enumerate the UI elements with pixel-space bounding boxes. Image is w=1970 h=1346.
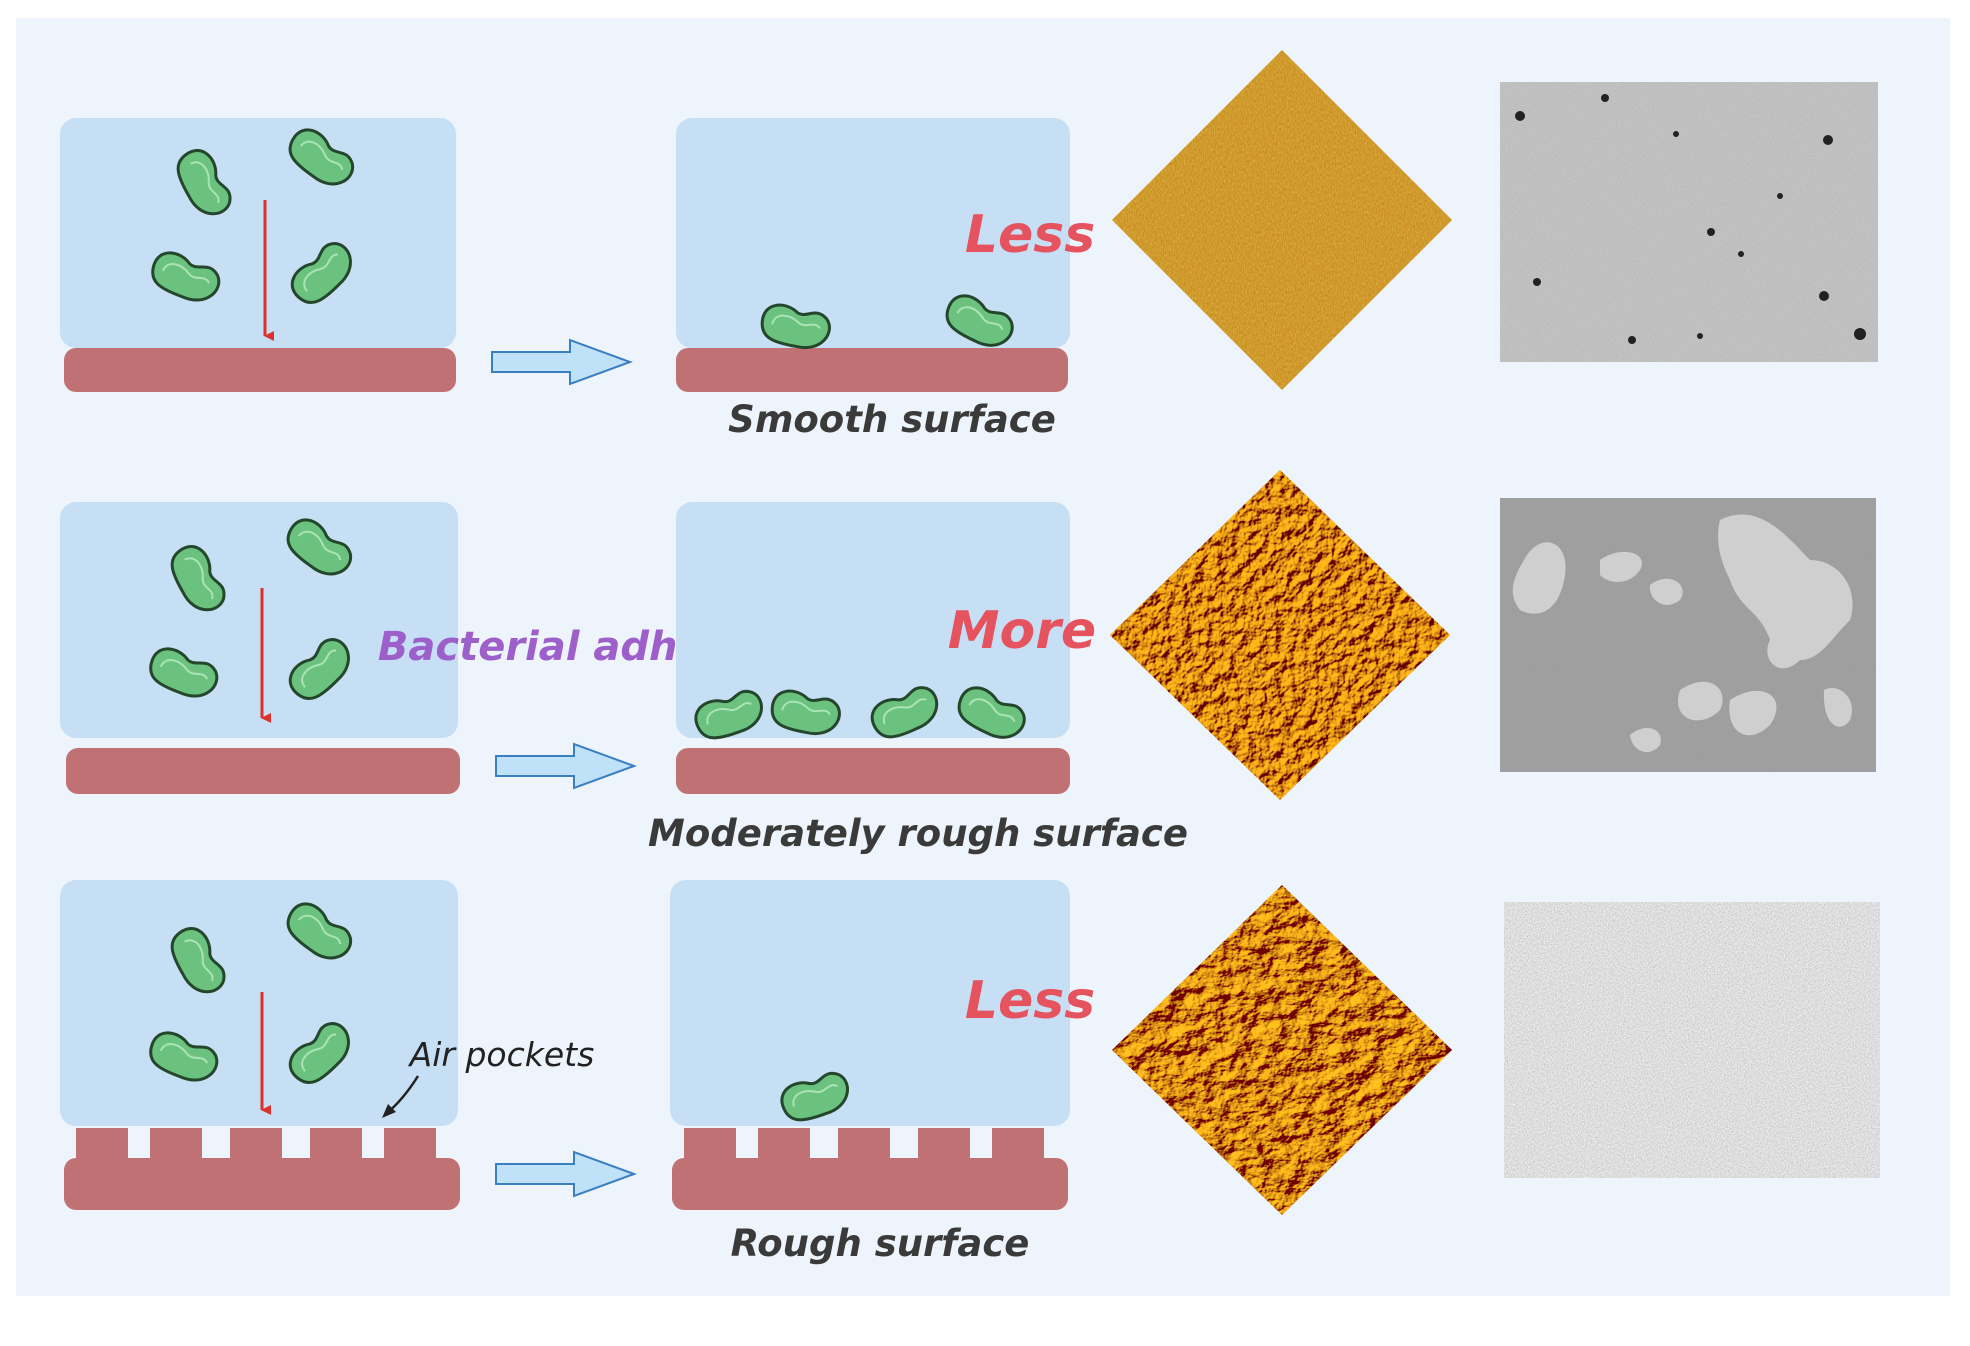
label-smooth-surface: Smooth surface (728, 398, 1056, 441)
substrate-moderate (66, 748, 460, 794)
bacterium (864, 676, 947, 749)
flow-arrow (491, 338, 633, 386)
bacterium-inner-line (968, 698, 1016, 722)
bacterium (281, 628, 360, 710)
water-box (676, 502, 1070, 738)
bacterium (951, 681, 1032, 746)
bacterium-inner-line (301, 1033, 337, 1072)
bacterium-inner-line (161, 263, 210, 284)
substrate-rough (672, 1128, 1068, 1210)
bacterium-inner-line (184, 557, 214, 600)
row-moderate: Bacterial adhesion Moderately rough surf… (60, 470, 1876, 855)
bacterium (160, 538, 236, 620)
bacterium-inner-line (299, 140, 344, 171)
bacterium-inner-line (303, 253, 339, 292)
bacterium (774, 1062, 857, 1131)
bacterium-inner-line (706, 702, 752, 725)
substrate-smooth (676, 348, 1068, 392)
sem-rough-image (1504, 902, 1880, 1178)
bacterium-inner-line (190, 161, 220, 204)
bacterium (939, 289, 1020, 354)
bacterium-inner-line (159, 659, 208, 680)
row-smooth: Smooth surface Less (60, 50, 1878, 441)
bacterium (160, 920, 236, 1002)
bacterium-inner-line (956, 306, 1004, 330)
label-air-pockets: Air pockets (408, 1035, 595, 1074)
bacterium-inner-line (781, 700, 831, 716)
bacterium (758, 302, 833, 352)
water-box (676, 118, 1070, 348)
substrate-moderate (676, 748, 1070, 794)
water-box (60, 502, 458, 738)
bacterium (283, 232, 362, 314)
water-box (60, 880, 458, 1126)
water-box (670, 880, 1070, 1126)
bacterium-inner-line (771, 314, 821, 330)
bacterium-inner-line (184, 939, 214, 982)
substrate-rough (64, 1128, 460, 1210)
row-rough: Air pockets Rough surface Less (60, 880, 1880, 1265)
label-less-bottom: Less (965, 971, 1095, 1031)
bacterium (144, 1027, 223, 1087)
bacterium (166, 142, 242, 224)
sem-smooth-image (1500, 82, 1878, 362)
label-more-mid: More (948, 601, 1096, 661)
sem-moderate-image (1500, 498, 1876, 772)
bacterium-inner-line (301, 649, 337, 688)
bacterium-inner-line (297, 530, 342, 561)
water-box (60, 118, 456, 348)
bacterium (280, 122, 362, 194)
bacterium-inner-line (792, 1084, 838, 1107)
bacterium (278, 512, 360, 584)
bacterium-inner-line (159, 1043, 208, 1064)
label-less-top: Less (965, 205, 1095, 265)
bacterium (768, 688, 843, 738)
bacterium (281, 1012, 360, 1094)
flow-arrow (495, 1150, 637, 1198)
bacterium-inner-line (297, 914, 342, 945)
bacterium (278, 896, 360, 968)
substrate-smooth (64, 348, 456, 392)
bacterium-inner-line (882, 698, 927, 725)
bacterium (144, 643, 223, 703)
bacterium (688, 680, 771, 749)
bacterium (146, 247, 225, 307)
air-pocket-pointer-head (382, 1104, 396, 1118)
label-moderate-surface: Moderately rough surface (648, 812, 1188, 855)
flow-arrow (495, 742, 637, 790)
label-rough-surface: Rough surface (731, 1222, 1030, 1265)
